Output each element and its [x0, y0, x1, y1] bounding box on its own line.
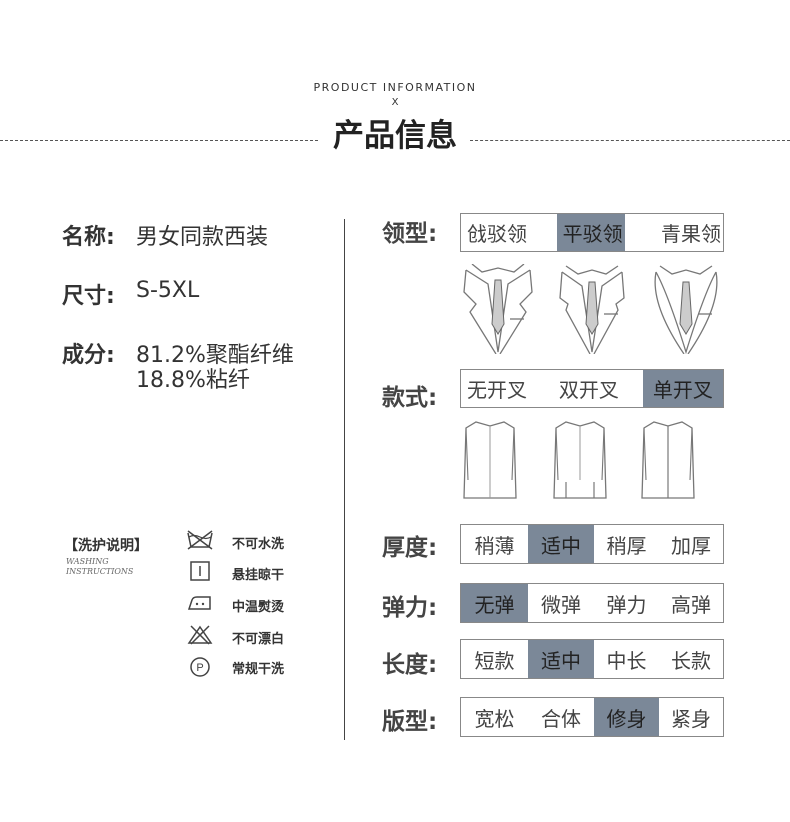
composition-line-1: 81.2%聚酯纤维	[136, 343, 294, 368]
collar-option-peak: 戗驳领	[467, 222, 527, 246]
length-option: 中长	[606, 648, 647, 673]
header-x-mark: X	[391, 97, 399, 108]
thickness-options: 稍薄 适中 稍厚 加厚	[460, 524, 724, 564]
elasticity-option: 弹力	[606, 592, 647, 617]
washing-item: 悬挂晾干	[232, 568, 285, 583]
header-subtitle: PRODUCT INFORMATION	[313, 81, 477, 94]
length-option-selected: 适中	[528, 640, 594, 678]
header-divider-right	[470, 140, 790, 141]
notch-lapel-illustration	[559, 265, 625, 354]
column-divider	[344, 219, 345, 740]
washing-item: 中温熨烫	[232, 600, 285, 615]
fit-option-selected: 修身	[594, 698, 659, 736]
thickness-label: 厚度:	[382, 535, 438, 561]
style-label: 款式:	[382, 385, 438, 411]
size-value: S-5XL	[136, 278, 200, 303]
fit-label: 版型:	[382, 709, 438, 735]
collar-label: 领型:	[382, 221, 438, 247]
iron-medium-icon	[187, 596, 211, 610]
thickness-option: 稍厚	[606, 533, 647, 558]
washing-subtitle-line-2: INSTRUCTIONS	[66, 567, 134, 576]
no-wash-icon	[187, 530, 213, 550]
collar-options: 戗驳领 平驳领 青果领	[460, 213, 724, 252]
washing-subtitle: WASHING INSTRUCTIONS	[66, 557, 133, 577]
elasticity-options: 无弹 微弹 弹力 高弹	[460, 583, 724, 623]
washing-item: 不可漂白	[232, 632, 285, 647]
length-option: 短款	[474, 648, 515, 673]
hang-dry-icon	[190, 561, 210, 581]
style-options: 无开叉 双开叉 单开叉	[460, 369, 724, 408]
name-value: 男女同款西装	[136, 225, 269, 250]
thickness-option-selected: 适中	[528, 525, 594, 563]
name-label: 名称:	[62, 225, 115, 250]
fit-option: 宽松	[474, 706, 515, 731]
washing-item: 不可水洗	[232, 537, 285, 552]
thickness-option: 稍薄	[474, 533, 515, 558]
svg-text:P: P	[196, 662, 203, 674]
fit-options: 宽松 合体 修身 紧身	[460, 697, 724, 737]
jacket-double-vent-illustration	[553, 421, 607, 499]
elasticity-option: 微弹	[541, 592, 581, 617]
collar-option-notch: 平驳领	[556, 214, 626, 251]
washing-title: 【洗护说明】	[64, 538, 148, 554]
size-label: 尺寸:	[62, 284, 115, 309]
thickness-option: 加厚	[671, 533, 711, 558]
header-divider-left	[0, 140, 318, 141]
page-title: 产品信息	[333, 118, 457, 154]
length-options: 短款 适中 中长 长款	[460, 639, 724, 679]
style-option-double-vent: 双开叉	[558, 378, 619, 402]
washing-subtitle-line-1: WASHING	[66, 557, 109, 566]
style-option-no-vent: 无开叉	[467, 378, 527, 402]
fit-option: 紧身	[671, 706, 711, 731]
shawl-lapel-illustration	[654, 265, 718, 354]
length-option: 长款	[671, 648, 711, 673]
elasticity-option: 高弹	[671, 592, 711, 617]
fit-option: 合体	[541, 706, 581, 731]
jacket-single-vent-illustration	[641, 421, 695, 499]
composition-label: 成分:	[62, 343, 115, 368]
no-bleach-icon	[187, 625, 213, 645]
collar-option-shawl: 青果领	[661, 222, 721, 246]
jacket-no-vent-illustration	[463, 421, 517, 499]
style-option-single-vent: 单开叉	[642, 370, 723, 407]
elasticity-label: 弹力:	[382, 595, 438, 621]
dry-clean-icon: P	[190, 657, 210, 677]
elasticity-option-selected: 无弹	[461, 584, 528, 622]
composition-line-2: 18.8%粘纤	[136, 368, 250, 393]
peak-lapel-illustration	[463, 264, 533, 354]
length-label: 长度:	[382, 652, 438, 678]
washing-item: 常规干洗	[232, 662, 285, 677]
